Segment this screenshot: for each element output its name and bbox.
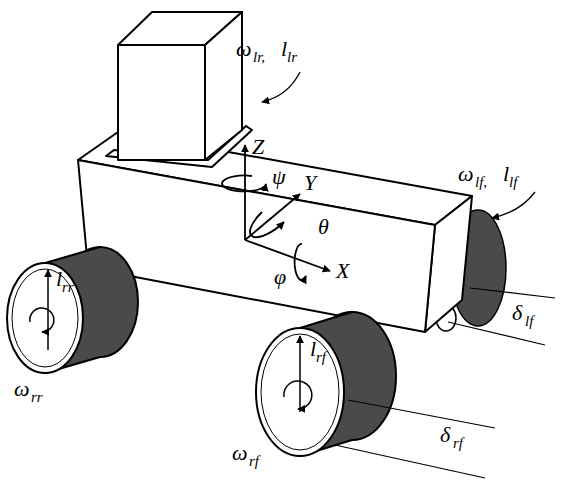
subscript: lf, (475, 175, 487, 190)
subscript: rr (62, 280, 74, 295)
symbol-label: ω (236, 38, 252, 60)
symbol-label: Z (252, 136, 264, 158)
coordinate-axes-part (250, 212, 284, 237)
symbol-label: ψ (272, 166, 286, 188)
steering-angle-lines-part (470, 288, 555, 298)
coordinate-axes-part (245, 194, 300, 240)
rear-right-wheel (7, 247, 138, 373)
rear-right-wheel-part (45, 247, 100, 263)
subscript: rf (316, 350, 326, 365)
steering-angle-lines-part (348, 400, 495, 428)
rear-right-wheel-part (30, 308, 54, 332)
symbol-label: X (336, 260, 349, 282)
subscript: rf (249, 454, 259, 469)
rear-right-wheel-part (7, 263, 83, 373)
callout-leaders (262, 72, 535, 218)
callout-leaders-part (262, 72, 300, 102)
symbol-label: l (56, 268, 62, 290)
subscript: lf (509, 175, 517, 190)
symbol-label: l (281, 38, 287, 60)
subscript: rf (453, 436, 463, 451)
right-front-wheel-part (299, 336, 301, 412)
symbol-label: l (310, 338, 316, 360)
right-front-wheel (256, 312, 396, 456)
symbol-label: l (503, 163, 509, 185)
symbol-label: Y (304, 172, 316, 194)
sensor-box (106, 12, 252, 167)
sensor-box-part (205, 12, 242, 160)
subscript: rr (31, 390, 43, 405)
coordinate-axes-part (222, 175, 266, 191)
symbol-label: ω (458, 163, 474, 185)
right-front-wheel-part (261, 334, 339, 450)
coordinate-axes-part (245, 240, 330, 271)
steering-angle-lines (335, 288, 555, 478)
right-front-wheel-part (256, 328, 344, 456)
symbol-label: ω (232, 442, 248, 464)
rear-right-wheel-part (12, 269, 78, 367)
callout-leaders-part (492, 192, 535, 218)
coordinate-axes-part (295, 244, 306, 280)
coordinate-axes (222, 145, 330, 280)
right-front-wheel-part (284, 381, 312, 409)
symbol-label: δ (440, 424, 450, 446)
symbol-label: δ (512, 302, 522, 324)
symbol-label: ω (14, 378, 30, 400)
symbol-label: θ (318, 216, 329, 238)
rear-right-wheel-part (47, 270, 49, 350)
subscript: lr (287, 50, 297, 65)
symbol-label: φ (274, 266, 286, 288)
subscript: lf (525, 314, 533, 329)
subscript: lr, (253, 50, 265, 65)
coordinate-axes-part (244, 145, 246, 240)
right-front-wheel-part (300, 312, 352, 328)
sensor-box-part (118, 45, 205, 160)
